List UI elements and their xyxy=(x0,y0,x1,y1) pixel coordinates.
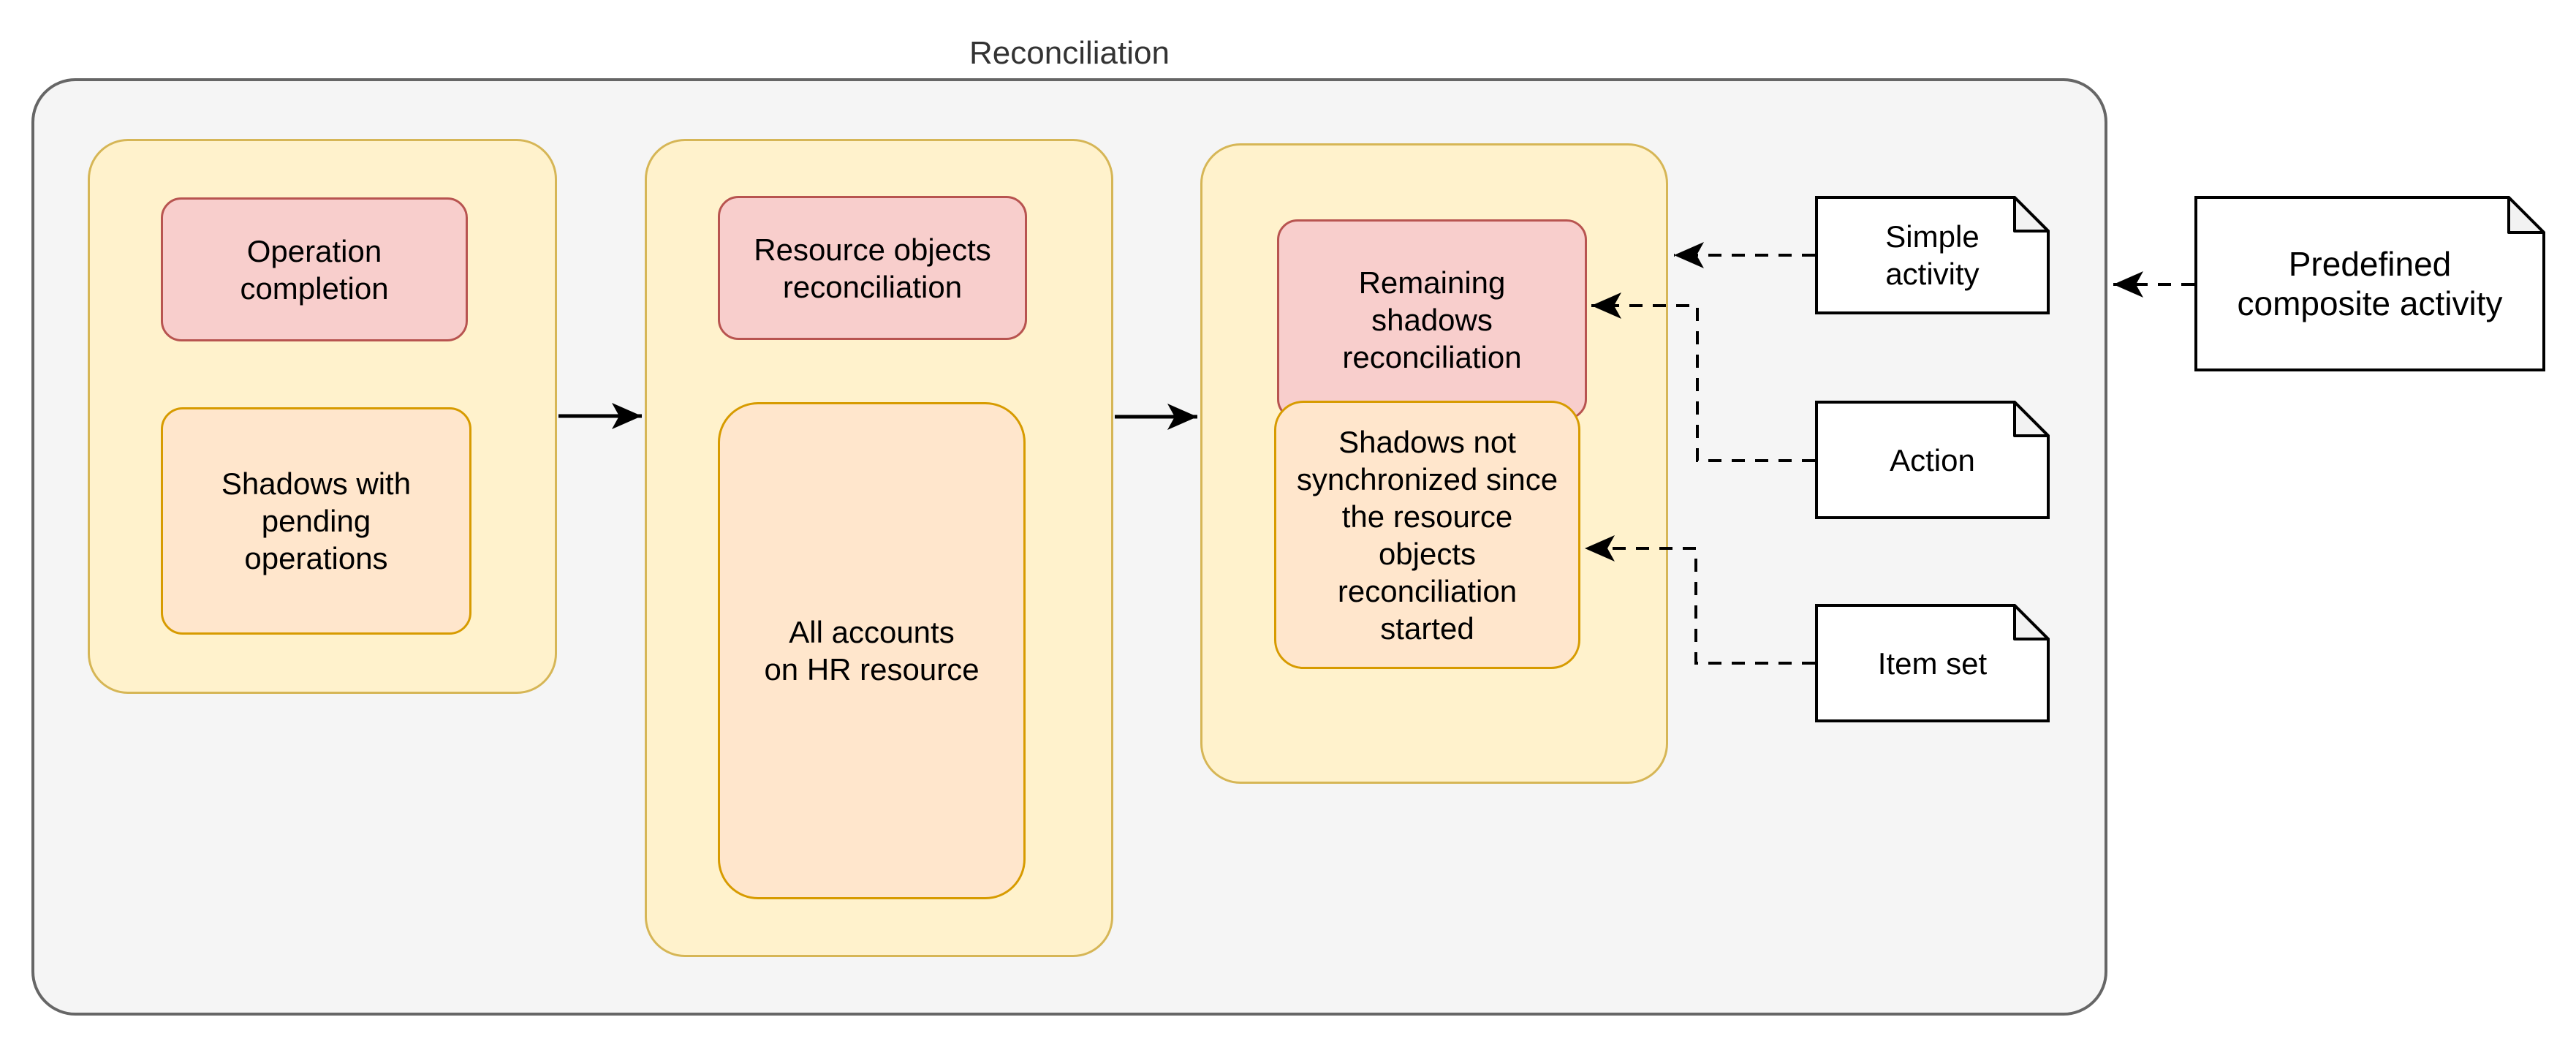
note-item-set-label: Item set xyxy=(1877,646,1988,681)
box-shadows-not-synchronized: Shadows not synchronized since the resou… xyxy=(1274,401,1580,669)
note-shape-icon xyxy=(2194,196,2545,371)
box-shadows-not-synchronized-label: Shadows not synchronized since the resou… xyxy=(1296,424,1558,646)
note-predefined-composite-activity-label: Predefined composite activity xyxy=(2237,245,2503,322)
box-all-accounts-on-hr-resource: All accounts on HR resource xyxy=(718,402,1026,899)
box-remaining-shadows-reconciliation: Remaining shadows reconciliation xyxy=(1277,219,1587,420)
note-shape-icon xyxy=(1815,401,2050,519)
box-remaining-shadows-reconciliation-label: Remaining shadows reconciliation xyxy=(1342,265,1522,374)
stage-resource-objects-reconciliation: Resource objects reconciliation All acco… xyxy=(645,139,1113,957)
box-resource-objects-reconciliation: Resource objects reconciliation xyxy=(718,196,1027,340)
stage-operation-completion: Operation completion Shadows with pendin… xyxy=(88,139,557,694)
note-shape-icon xyxy=(1815,604,2050,722)
note-shape-icon xyxy=(1815,196,2050,314)
box-operation-completion-label: Operation completion xyxy=(240,233,389,306)
note-predefined-composite-activity: Predefined composite activity xyxy=(2194,196,2545,371)
box-shadows-with-pending-operations: Shadows with pending operations xyxy=(161,407,471,635)
box-resource-objects-reconciliation-label: Resource objects reconciliation xyxy=(754,232,991,304)
note-simple-activity: Simple activity xyxy=(1815,196,2050,314)
box-all-accounts-on-hr-resource-label: All accounts on HR resource xyxy=(764,615,980,687)
note-action: Action xyxy=(1815,401,2050,519)
box-operation-completion: Operation completion xyxy=(161,197,468,341)
stage-remaining-shadows-reconciliation: Remaining shadows reconciliation Shadows… xyxy=(1200,143,1668,784)
diagram-title: Reconciliation xyxy=(969,35,1170,71)
box-shadows-with-pending-operations-label: Shadows with pending operations xyxy=(221,466,412,575)
note-item-set: Item set xyxy=(1815,604,2050,722)
note-simple-activity-label: Simple activity xyxy=(1885,219,1980,291)
note-action-label: Action xyxy=(1890,442,1975,477)
